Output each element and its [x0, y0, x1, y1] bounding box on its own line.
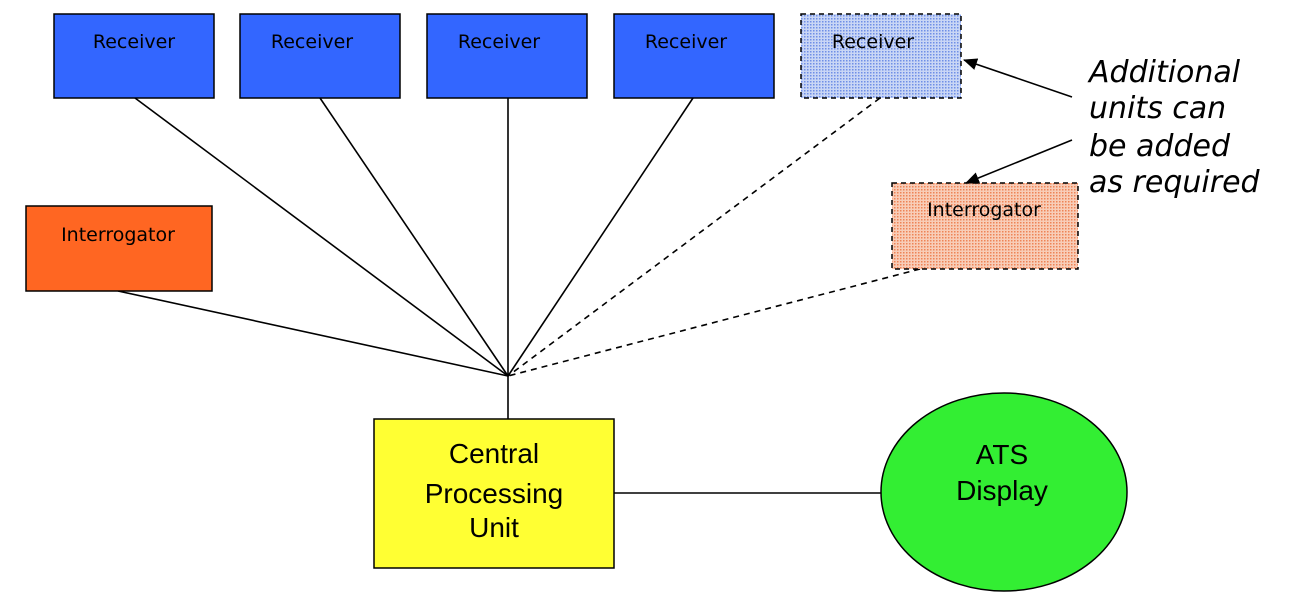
connector-receiver-2 [319, 97, 509, 377]
receiver-box-2: Receiver [239, 13, 401, 99]
arrow-to-receiver [963, 58, 1073, 98]
connector-receiver-1 [134, 97, 509, 377]
receiver-box-3: Receiver [426, 13, 588, 99]
ats-label-line-2: Display [956, 475, 1048, 506]
ats-label-line-1: ATS [976, 439, 1028, 470]
note-line-3: be added [1089, 129, 1231, 164]
note-arrows [963, 58, 1073, 184]
central-processing-unit: Central Processing Unit [373, 418, 615, 569]
connector-lines [117, 97, 921, 494]
additional-units-note: Additional units can be added as require… [1087, 55, 1261, 200]
cpu-label-line-2: Processing [425, 478, 564, 509]
note-line-2: units can [1089, 91, 1226, 126]
connector-interrogator-2-optional [507, 268, 921, 377]
receiver-label: Receiver [832, 31, 914, 53]
connector-receiver-4 [507, 97, 694, 377]
receiver-label: Receiver [93, 31, 175, 53]
interrogator-label: Interrogator [927, 199, 1041, 221]
connector-interrogator-1 [117, 290, 509, 377]
receiver-label: Receiver [271, 31, 353, 53]
interrogator-box-2-optional: Interrogator [891, 182, 1079, 270]
connector-receiver-5-optional [507, 97, 881, 377]
cpu-label-line-1: Central [449, 438, 539, 469]
cpu-label-line-3: Unit [469, 512, 519, 543]
receiver-label: Receiver [645, 31, 727, 53]
receiver-box-5-optional: Receiver [800, 13, 962, 99]
ats-display: ATS Display [880, 392, 1128, 592]
receiver-label: Receiver [458, 31, 540, 53]
interrogator-label: Interrogator [61, 224, 175, 246]
receiver-box-1: Receiver [53, 13, 215, 99]
note-line-4: as required [1089, 165, 1261, 200]
arrow-to-interrogator [965, 139, 1073, 184]
interrogator-box-1: Interrogator [25, 205, 213, 292]
receiver-box-4: Receiver [613, 13, 775, 99]
note-line-1: Additional [1087, 55, 1241, 90]
